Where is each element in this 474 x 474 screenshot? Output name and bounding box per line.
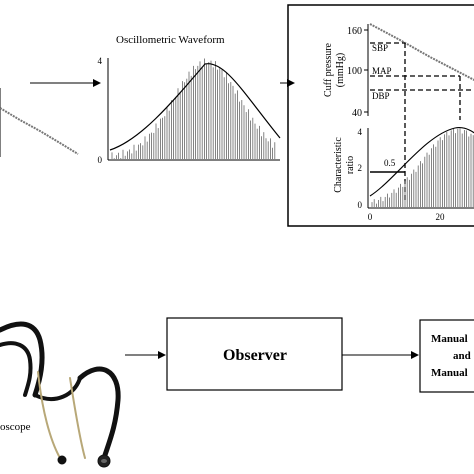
waveform-envelope <box>109 63 281 151</box>
analysis-panel <box>287 4 474 227</box>
cuff-y-tick-100: 100 <box>347 66 362 77</box>
ratio-x-tick-20: 20 <box>436 212 446 222</box>
dbp-label: DBP <box>372 91 390 101</box>
manual-measurement-box <box>419 319 474 393</box>
manual-label-line-1: Manual <box>431 333 468 345</box>
observer-box <box>166 317 343 391</box>
manual-label-line-2: and <box>453 350 471 362</box>
ratio-ylabel-1: Characteristic <box>333 137 344 193</box>
pressure-ramp-plot <box>0 88 79 157</box>
stethoscope-illustration <box>0 321 121 468</box>
ratio-x-tick-0: 0 <box>368 212 373 222</box>
ratio-y-tick-2: 2 <box>358 163 363 173</box>
ratio-y-tick-0: 0 <box>358 200 363 210</box>
observer-label: Observer <box>223 347 287 364</box>
characteristic-ratio-chart: Characteristic ratio 4 2 0 0.5 0 20 <box>333 127 474 222</box>
oscillometric-waveform-plot: Oscillometric Waveform 4 0 <box>98 34 281 165</box>
cuff-y-tick-160: 160 <box>347 26 362 37</box>
stethoscope-label: oscope <box>0 421 31 433</box>
threshold-label: 0.5 <box>384 158 396 168</box>
waveform-title: Oscillometric Waveform <box>116 34 225 46</box>
sbp-label: SBP <box>372 43 388 53</box>
waveform-oscillations <box>111 58 276 159</box>
cuff-pressure-chart: Cuff pressure (mmHg) 160 100 40 SBP MAP … <box>323 23 474 200</box>
cuff-pressure-decay-line <box>369 23 474 82</box>
cuff-pressure-ylabel-2: (mmHg) <box>335 53 346 87</box>
ratio-y-tick-4: 4 <box>358 127 363 137</box>
ratio-ylabel-2: ratio <box>345 156 356 174</box>
waveform-y-tick-top: 4 <box>98 56 103 66</box>
cuff-y-tick-40: 40 <box>352 108 362 119</box>
manual-label-line-3: Manual <box>431 367 468 379</box>
ratio-envelope <box>369 127 474 197</box>
waveform-y-tick-bottom: 0 <box>98 155 103 165</box>
cuff-pressure-ylabel-1: Cuff pressure <box>323 42 334 97</box>
map-label: MAP <box>372 66 392 76</box>
ratio-oscillations <box>371 128 474 207</box>
